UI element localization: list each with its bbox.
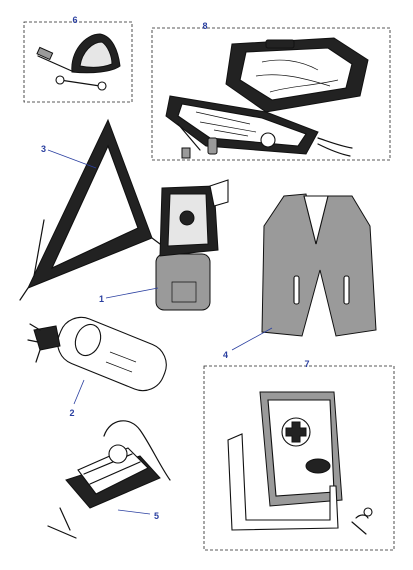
callout-2: 2 bbox=[69, 408, 74, 418]
callout-5: 5 bbox=[154, 511, 159, 521]
callout-4: 4 bbox=[223, 350, 228, 360]
warning-triangle-inner bbox=[50, 144, 139, 270]
pressure-gauge bbox=[108, 444, 128, 464]
wrench bbox=[59, 79, 101, 87]
item-1-fire-extinguisher: 1 bbox=[99, 179, 229, 311]
group-7-frame bbox=[203, 365, 395, 551]
item-2-fire-extinguisher: 2 bbox=[27, 316, 167, 418]
group-8-tool-case: 8 bbox=[151, 21, 391, 161]
first-aid-cross-icon bbox=[285, 421, 307, 443]
vest-neck-opening bbox=[303, 195, 329, 245]
callout-1: 1 bbox=[99, 294, 104, 304]
mounting-screw bbox=[351, 514, 369, 535]
item-5-foot-pump: 5 bbox=[47, 420, 171, 539]
extinguisher-handle bbox=[209, 179, 229, 207]
group-6-tool-pouch: 6 bbox=[23, 15, 133, 103]
loose-screwdriver bbox=[177, 123, 201, 151]
pliers bbox=[317, 137, 353, 157]
callout-6: 6 bbox=[72, 15, 77, 25]
group-7-first-aid-kit: 7 bbox=[203, 359, 395, 551]
tool-case-handle bbox=[265, 39, 295, 49]
screwdriver-handle bbox=[36, 46, 54, 61]
callout-8: 8 bbox=[202, 21, 207, 31]
socket bbox=[181, 147, 191, 159]
vest-right-pocket bbox=[343, 275, 350, 305]
group-6-frame bbox=[23, 21, 133, 103]
callout-7: 7 bbox=[304, 359, 309, 369]
foot-pump-t-handle bbox=[47, 507, 77, 539]
callout-3: 3 bbox=[41, 144, 46, 154]
first-aid-wall-holder bbox=[227, 433, 339, 531]
screwdriver-shaft bbox=[37, 55, 75, 73]
extinguisher-2-cylinder bbox=[57, 316, 167, 392]
extinguisher-2-valve bbox=[33, 325, 61, 351]
triangle-stand-legs bbox=[19, 219, 161, 301]
foot-pump-hose bbox=[103, 420, 171, 481]
vest-left-pocket bbox=[293, 275, 300, 305]
item-4-reflective-vest: 4 bbox=[223, 193, 377, 360]
item-3-warning-triangle: 3 bbox=[19, 118, 161, 301]
